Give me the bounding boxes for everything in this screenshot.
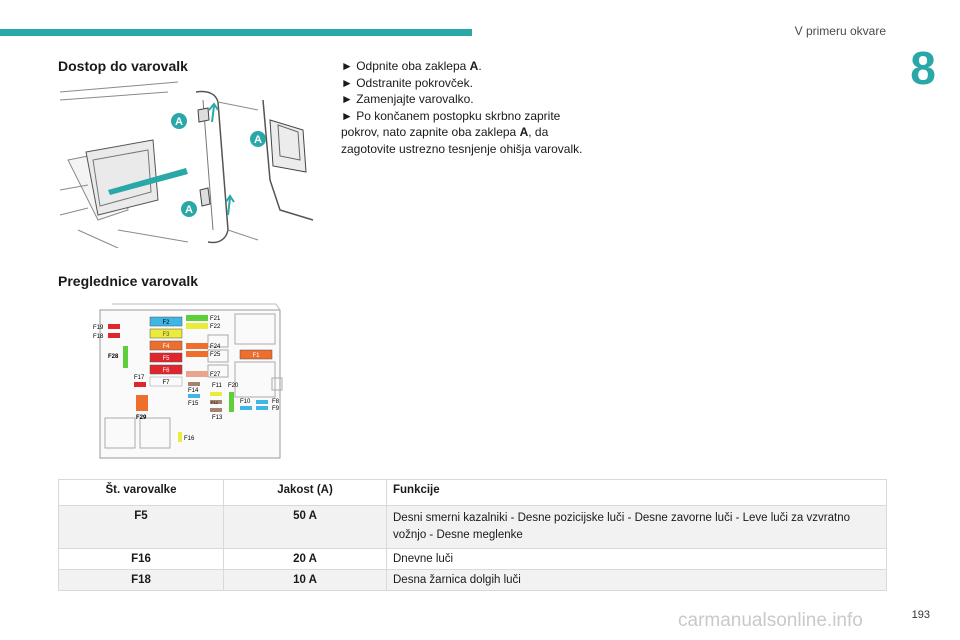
fuse-label: F17 (134, 375, 145, 381)
section-title: V primeru okvare (794, 24, 886, 38)
step-text: Odstranite pokrovček. (352, 75, 473, 90)
watermark: carmanualsonline.info (678, 610, 863, 631)
chapter-number: 8 (910, 42, 936, 94)
fuse-label: F11 (212, 383, 223, 389)
fuse-label: F3 (162, 332, 170, 338)
header-accent-bar (0, 29, 472, 36)
fuse-function: Desna žarnica dolgih luči (386, 569, 887, 591)
bullet: ► (341, 75, 353, 90)
fuse-label: F18 (93, 334, 104, 340)
fuse-rating: 50 A (223, 505, 387, 549)
fuse-label: F12 (211, 400, 219, 405)
latch-label: A (175, 116, 183, 128)
heading-fuse-tables: Preglednice varovalk (58, 273, 199, 289)
fuse-number: F16 (58, 548, 224, 570)
column-header: Jakost (A) (223, 479, 387, 506)
fuse-label: F13 (212, 415, 223, 421)
fuse-box-cover-illustration: A A A (59, 81, 314, 248)
fuse-function: Dnevne luči (386, 548, 887, 570)
latch-label: A (185, 204, 193, 216)
page-number: 193 (911, 609, 930, 621)
fuse-number: F18 (58, 569, 224, 591)
fuse-number: F5 (58, 505, 224, 549)
fuse-function: Desni smerni kazalniki - Desne pozicijsk… (386, 505, 887, 549)
fuse-label: F7 (162, 380, 170, 386)
fuse-label: F10 (240, 399, 251, 405)
step-4: ► Po končanem postopku skrbno zaprite po… (341, 108, 601, 158)
latch-label: A (254, 134, 262, 146)
heading-fuse-access: Dostop do varovalk (58, 58, 188, 74)
column-header: Št. varovalke (58, 479, 224, 506)
fuse-label: F27 (210, 372, 221, 378)
fuse-table: Št. varovalke Jakost (A) Funkcije F5 50 … (58, 479, 887, 591)
table-row: F5 50 A Desni smerni kazalniki - Desne p… (58, 505, 887, 549)
fuse-label: F29 (136, 415, 147, 421)
step-after: . (478, 59, 482, 73)
bullet: ► (341, 108, 353, 123)
column-header: Funkcije (386, 479, 887, 506)
fuse-label: F22 (210, 324, 221, 330)
fuse-layout-diagram: F2 F3 F4 F5 F6 F7 F17 F19 F18 F28 F29 F2… (93, 303, 283, 459)
step-1: ► Odpnite oba zaklepa A. (341, 58, 601, 75)
fuse-label: F15 (188, 401, 199, 407)
fuse-label: F28 (108, 354, 119, 360)
fuse-rating: 20 A (223, 548, 387, 570)
fuse-label: F1 (252, 353, 260, 359)
fuse-label: F19 (93, 325, 104, 331)
step-text: Po končanem postopku skrbno zaprite pokr… (341, 108, 561, 140)
fuse-label: F20 (228, 383, 239, 389)
fuse-label: F2 (162, 320, 170, 326)
fuse-label: F25 (210, 352, 221, 358)
step-3: ► Zamenjajte varovalko. (341, 91, 601, 108)
step-text: Zamenjajte varovalko. (352, 92, 474, 106)
table-header-row: Št. varovalke Jakost (A) Funkcije (58, 479, 887, 506)
fuse-label: F14 (188, 388, 199, 394)
step-bold: A (519, 125, 529, 139)
fuse-label: F5 (162, 356, 170, 362)
fuse-rating: 10 A (223, 569, 387, 591)
step-text: Odpnite oba zaklepa (352, 59, 470, 73)
fuse-label: F9 (272, 406, 280, 412)
fuse-label: F8 (272, 399, 280, 405)
fuse-label: F16 (184, 436, 195, 442)
fuse-label: F24 (210, 344, 221, 350)
step-bold: A (469, 59, 479, 73)
instructions: ► Odpnite oba zaklepa A. ► Odstranite po… (341, 58, 601, 157)
latch-marker-a (181, 201, 197, 217)
latch-marker-a (250, 131, 266, 147)
latch-marker-a (171, 113, 187, 129)
fuse-label: F21 (210, 316, 221, 322)
step-after: , da zagotovite ustrezno tesnjenje ohišj… (341, 125, 583, 156)
bullet: ► (341, 92, 353, 106)
fuse-label: F6 (162, 368, 170, 374)
table-row: F16 20 A Dnevne luči (58, 548, 887, 570)
step-2: ► Odstranite pokrovček. (341, 75, 601, 92)
fuse-label: F4 (162, 344, 170, 350)
bullet: ► (341, 59, 353, 73)
table-row: F18 10 A Desna žarnica dolgih luči (58, 569, 887, 591)
